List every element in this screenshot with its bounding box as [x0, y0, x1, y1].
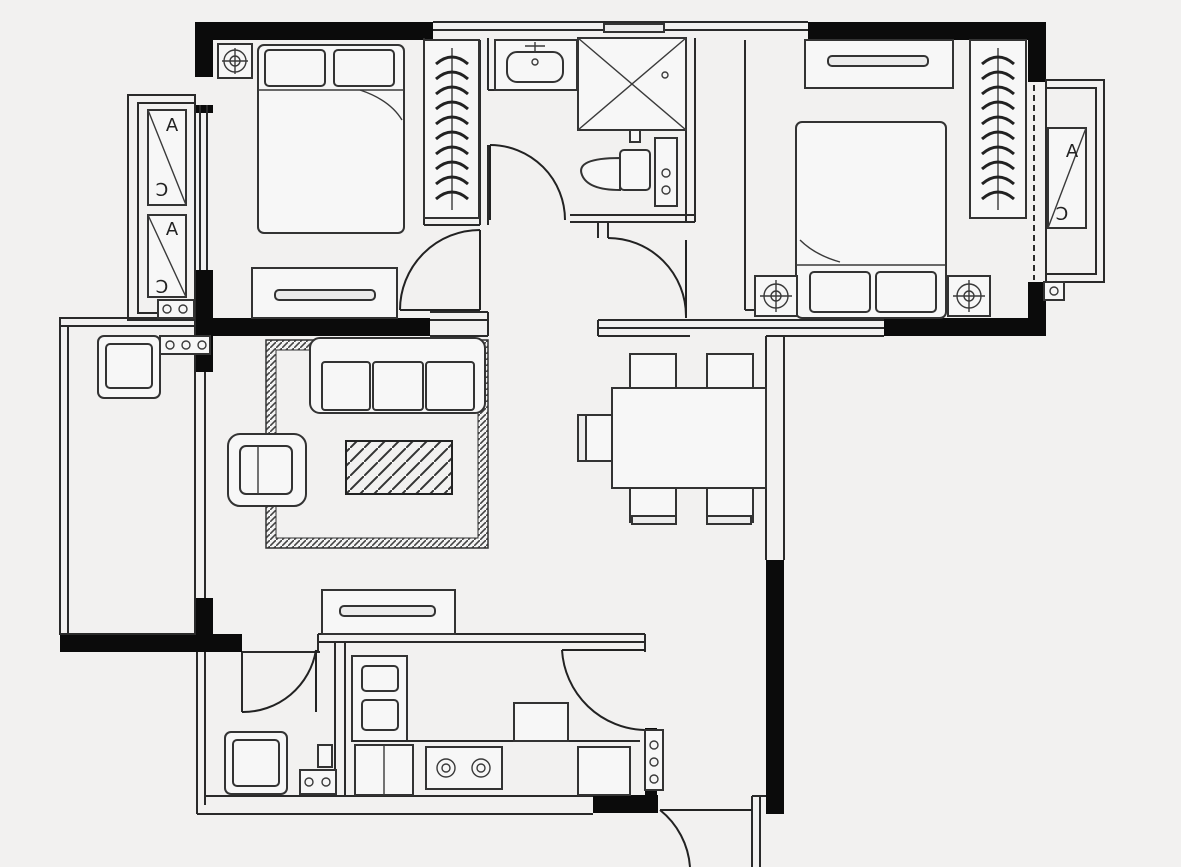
hanger	[435, 55, 469, 66]
hanger	[435, 175, 469, 186]
hanger	[435, 85, 469, 96]
hanger	[435, 100, 469, 111]
doors	[241, 144, 752, 867]
hanger	[435, 130, 469, 141]
sofa	[309, 337, 486, 414]
outlets-kitchen	[644, 729, 664, 791]
hanger	[435, 190, 469, 201]
bedroom-right	[754, 39, 1065, 319]
hanger	[981, 55, 1015, 66]
hanger	[981, 160, 1015, 171]
laundry	[224, 731, 337, 795]
living-room	[97, 335, 489, 549]
outlets-bath	[629, 129, 678, 207]
hanger	[981, 190, 1015, 201]
wash-basin	[494, 39, 578, 91]
ac-unit-right: A C	[1047, 127, 1087, 229]
kitchen	[321, 589, 664, 796]
ac-unit-left-bottom: A C	[147, 214, 187, 298]
hanger	[981, 145, 1015, 156]
nightstand-lamp-right-b	[947, 275, 991, 317]
ac-label-c: C	[156, 178, 169, 199]
counter-long	[352, 702, 640, 796]
hanger	[435, 115, 469, 126]
ac-label-a: A	[1066, 141, 1079, 162]
nightstand-lamp-left	[217, 43, 253, 79]
hanger	[981, 175, 1015, 186]
counter	[351, 655, 408, 742]
tv-cabinet-right	[804, 39, 954, 89]
ac-unit-left-top: A C	[147, 109, 187, 206]
bathroom	[494, 37, 687, 207]
dining-table	[611, 387, 767, 489]
outlets-left	[157, 299, 195, 319]
hanger	[435, 160, 469, 171]
ac-label-c: C	[1056, 202, 1069, 223]
hanger	[981, 115, 1015, 126]
hanger	[981, 85, 1015, 96]
coffee-table	[345, 440, 453, 495]
ac-label-a: A	[166, 115, 179, 136]
bedroom-left	[157, 39, 480, 319]
armchair	[227, 433, 307, 507]
dining-area	[577, 353, 767, 525]
shower	[577, 37, 687, 131]
wardrobe-right	[969, 39, 1027, 219]
nightstand-lamp-right-a	[754, 275, 798, 317]
hanger	[981, 130, 1015, 141]
fridge-cabinet	[321, 589, 456, 635]
bed-left	[257, 44, 405, 234]
bed-right	[795, 121, 947, 319]
hanger	[981, 70, 1015, 81]
air-purifier	[97, 335, 161, 399]
hanger	[981, 100, 1015, 111]
outlets-right	[1043, 281, 1065, 301]
outlets-living	[159, 335, 211, 355]
toilet	[580, 149, 651, 192]
wardrobe-left	[423, 39, 480, 219]
ac-label-c: C	[156, 275, 169, 296]
ac-label-a: A	[166, 219, 179, 240]
hanger	[435, 70, 469, 81]
tv-cabinet-left	[251, 267, 398, 319]
hanger	[435, 145, 469, 156]
